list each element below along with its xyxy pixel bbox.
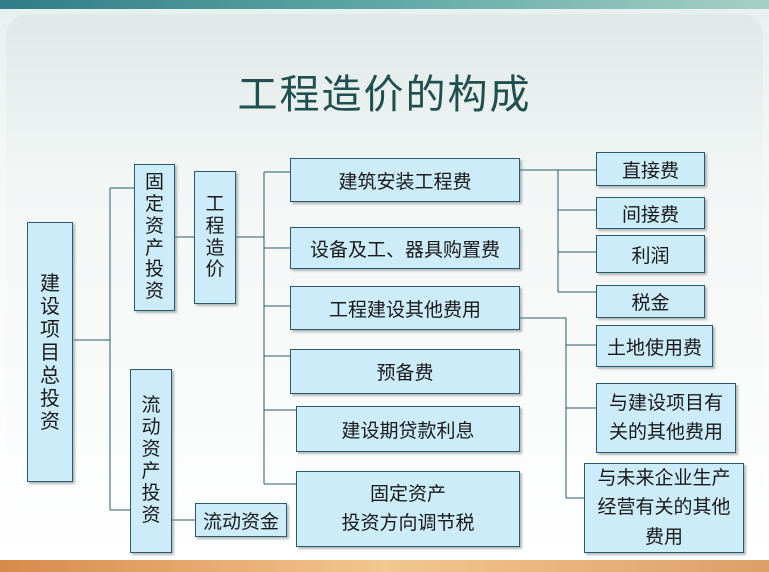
node-construction-installation-label: 建筑安装工程费 — [338, 170, 472, 193]
node-tax-label: 税金 — [631, 292, 670, 314]
node-investment-adjustment-tax: 固定资产 投资方向调节税 — [296, 471, 520, 547]
node-direct-cost-label: 直接费 — [621, 159, 679, 182]
node-direct-cost: 直接费 — [596, 152, 705, 186]
node-contingency: 预备费 — [290, 349, 520, 394]
node-future-operation-costs: 与未来企业生产经营有关的其他费用 — [584, 463, 744, 553]
node-construction-installation: 建筑安装工程费 — [290, 158, 520, 202]
node-other-construction-costs: 工程建设其他费用 — [290, 286, 520, 330]
node-working-capital: 流动资金 — [195, 503, 287, 537]
slide-title: 工程造价的构成 — [237, 72, 532, 118]
node-construction-loan-interest-label: 建设期贷款利息 — [341, 419, 475, 442]
node-engineering-cost-label: 工程造价 — [205, 192, 225, 281]
node-other-construction-costs-label: 工程建设其他费用 — [328, 298, 481, 321]
bottom-decoration-band — [0, 560, 769, 572]
node-project-related-costs-label: 与建设项目有关的其他费用 — [609, 391, 724, 443]
node-project-related-costs: 与建设项目有关的其他费用 — [596, 383, 736, 453]
node-land-use-fee: 土地使用费 — [596, 325, 713, 367]
node-fixed-assets-investment: 固定资产投资 — [134, 164, 175, 311]
node-engineering-cost: 工程造价 — [194, 171, 236, 304]
node-equipment-purchase: 设备及工、器具购置费 — [290, 227, 520, 269]
node-tax: 税金 — [596, 285, 705, 318]
node-fixed-assets-label: 固定资产投资 — [145, 170, 165, 303]
node-contingency-label: 预备费 — [376, 362, 434, 384]
node-working-capital-label: 流动资金 — [202, 510, 279, 533]
node-construction-loan-interest: 建设期贷款利息 — [296, 406, 520, 452]
node-equipment-purchase-label: 设备及工、器具购置费 — [309, 238, 500, 261]
node-future-operation-costs-label: 与未来企业生产经营有关的其他费用 — [597, 466, 731, 548]
node-working-assets-investment: 流动资产投资 — [130, 369, 172, 553]
node-investment-adjustment-tax-label: 固定资产 投资方向调节税 — [341, 482, 475, 534]
node-indirect-cost-label: 间接费 — [621, 203, 679, 226]
node-profit: 利润 — [596, 235, 705, 273]
node-working-assets-label: 流动资产投资 — [141, 394, 161, 526]
top-decoration-band — [0, 0, 769, 9]
node-land-use-fee-label: 土地使用费 — [606, 336, 702, 359]
node-total-investment-label: 建设项目总投资 — [40, 270, 60, 433]
node-total-investment: 建设项目总投资 — [27, 222, 73, 482]
node-profit-label: 利润 — [631, 244, 670, 267]
node-indirect-cost: 间接费 — [596, 197, 705, 229]
